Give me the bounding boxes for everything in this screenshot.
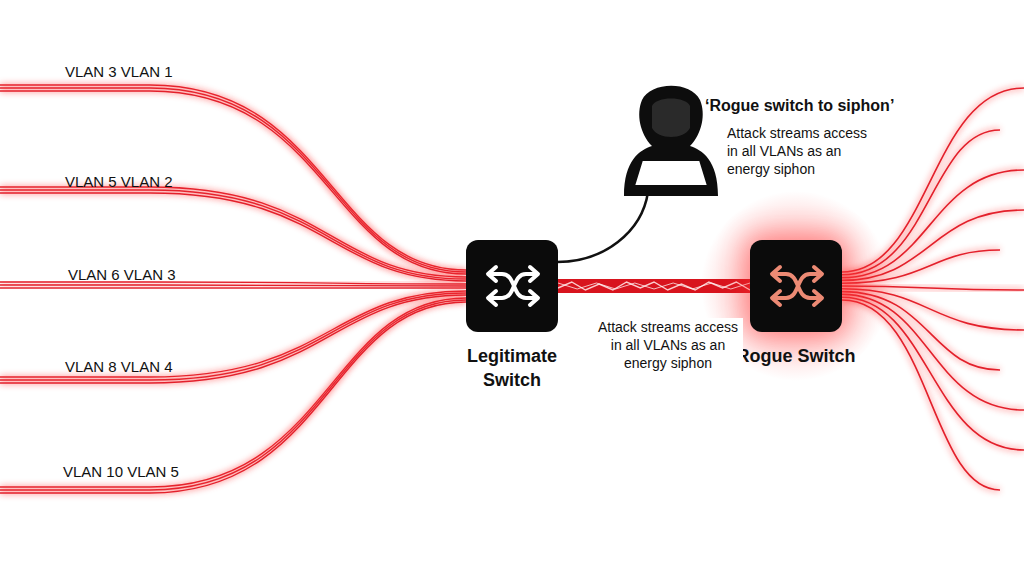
- strand-glow: [0, 190, 466, 279]
- vlan-strand: [0, 88, 466, 272]
- vlan-label: VLAN 10 VLAN 5: [63, 462, 203, 481]
- arrow-head: [814, 267, 822, 281]
- arrow-head: [530, 267, 538, 281]
- strand-glow: [0, 300, 466, 490]
- strand-glow: [0, 295, 466, 383]
- vlan-strand: [0, 302, 466, 493]
- vlan-label: VLAN 3 VLAN 1: [65, 62, 195, 81]
- strand-highlight: [150, 487, 260, 493]
- arrow-path: [774, 274, 820, 298]
- hacker-icon: [624, 86, 718, 196]
- strand-glow: [0, 286, 466, 290]
- arrow-head: [772, 291, 780, 305]
- strand-glow: [0, 88, 466, 272]
- legitimate-switch: Legitimate Switch: [447, 240, 577, 392]
- switch-arrows: [750, 240, 842, 332]
- vlan-strand: [0, 190, 466, 279]
- strand-highlight: [150, 377, 260, 383]
- vlan-strands: [0, 85, 466, 493]
- attacker-cable: [557, 192, 648, 262]
- vlan-strand: [0, 91, 466, 274]
- strand-highlight: [185, 85, 260, 91]
- arrow-head: [488, 291, 496, 305]
- arrow-head: [488, 267, 496, 281]
- strand-glow: [0, 302, 466, 493]
- arrow-head: [530, 291, 538, 305]
- strand-glow: [0, 298, 466, 487]
- arrow-path: [774, 274, 820, 298]
- switch-heading: Rogue Switch: [731, 344, 861, 368]
- switch-arrows: [466, 240, 558, 332]
- callout-note: Attack streams access in all VLANs as an…: [727, 124, 869, 178]
- vlan-label: VLAN 8 VLAN 4: [65, 357, 195, 376]
- edge-label: Attack streams access in all VLANs as an…: [593, 318, 743, 372]
- lightning: [558, 283, 750, 289]
- switch-heading: Legitimate Switch: [447, 344, 577, 392]
- link-glow: [558, 271, 750, 301]
- arrow-head: [772, 267, 780, 281]
- arrow-path: [490, 274, 536, 298]
- arrow-path: [490, 274, 536, 298]
- lightning: [558, 282, 750, 290]
- link-band: [558, 279, 750, 293]
- strand-glow: [0, 85, 466, 270]
- strand-glow: [0, 285, 466, 286]
- siphon-link: [558, 282, 750, 290]
- strand-glow: [0, 91, 466, 274]
- vlan-strand: [0, 85, 466, 270]
- vlan-strand: [0, 295, 466, 383]
- vlan-strand: [0, 298, 466, 487]
- switch-box: [466, 240, 558, 332]
- vlan-label: VLAN 6 VLAN 3: [68, 265, 198, 284]
- vlan-strand: [0, 285, 466, 286]
- arrow-head: [814, 291, 822, 305]
- switch-box: [750, 240, 842, 332]
- vlan-strand: [0, 300, 466, 490]
- callout-title: ‘Rogue switch to siphon’: [705, 96, 915, 116]
- rogue-switch: Rogue Switch: [731, 240, 861, 368]
- vlan-label: VLAN 5 VLAN 2: [65, 172, 195, 191]
